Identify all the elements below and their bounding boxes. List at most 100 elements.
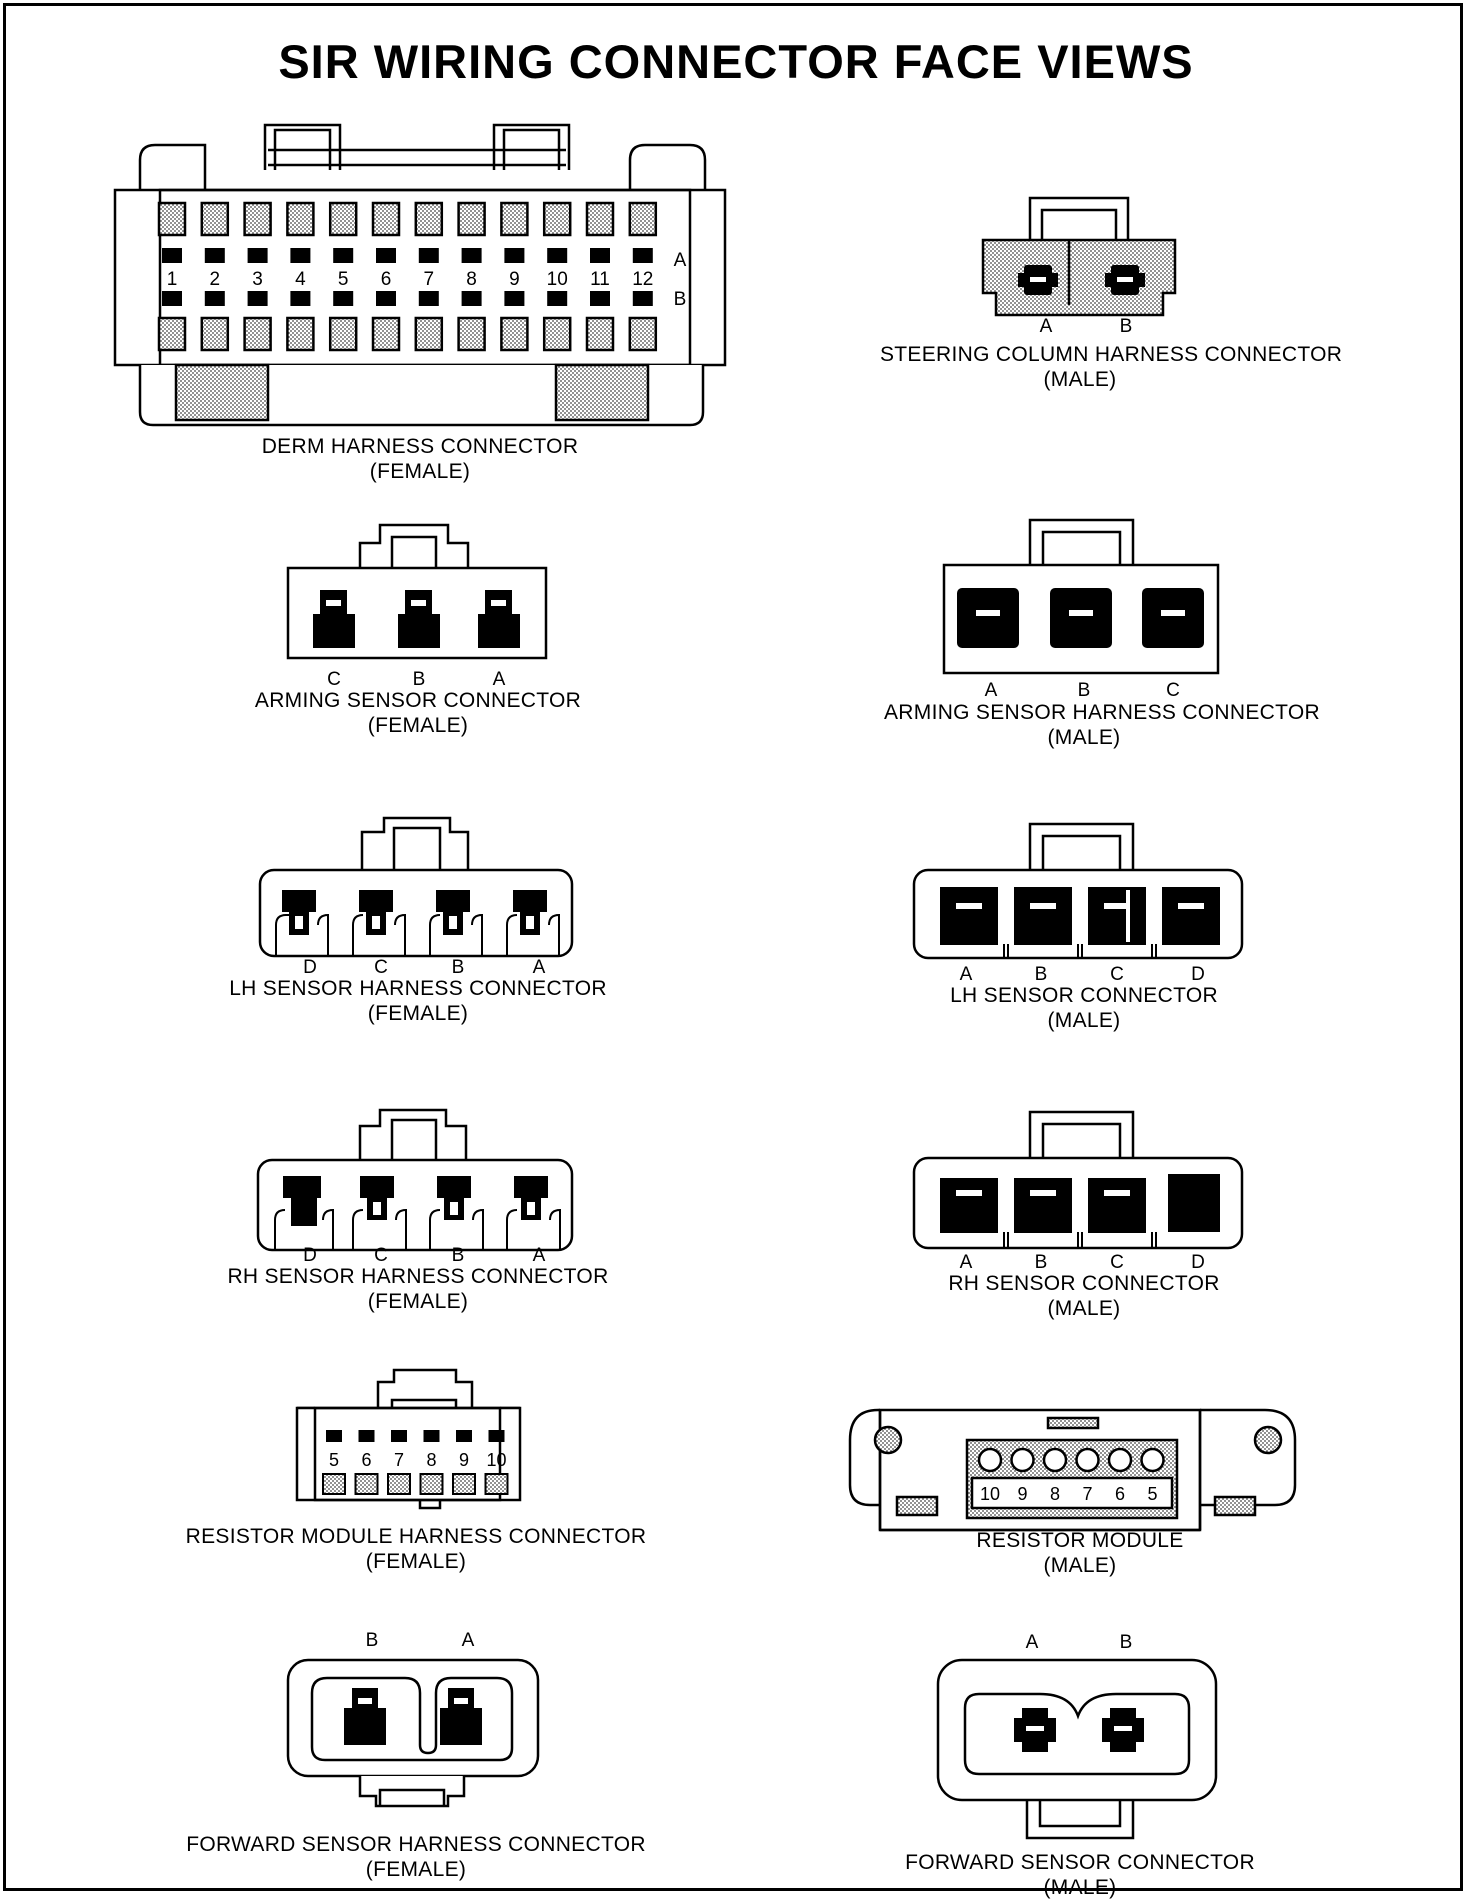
connector-gender: (FEMALE) bbox=[367, 1002, 469, 1025]
derm-terminal-a bbox=[418, 248, 439, 263]
resistor-module-caption: RESISTOR MODULE (MALE) bbox=[880, 1528, 1280, 1578]
derm-cavity-a bbox=[542, 201, 572, 237]
resmod-pin bbox=[1075, 1447, 1100, 1473]
pin-label: A bbox=[462, 1630, 475, 1651]
derm-terminal-a bbox=[290, 248, 311, 263]
pin-label: 8 bbox=[426, 1450, 436, 1470]
pin-label: 9 bbox=[509, 269, 520, 290]
pin-label: A bbox=[533, 1245, 546, 1266]
pin-label: 3 bbox=[252, 269, 263, 290]
pin-label: 12 bbox=[632, 269, 653, 290]
derm-terminal-a bbox=[547, 248, 568, 263]
derm-cavity-a bbox=[157, 201, 187, 237]
resmod-harness-cavity bbox=[322, 1473, 346, 1495]
pin-label: 11 bbox=[590, 269, 610, 290]
pin-label: 10 bbox=[486, 1450, 506, 1470]
connector-name: ARMING SENSOR HARNESS CONNECTOR bbox=[884, 701, 1320, 724]
pin-label: 10 bbox=[980, 1484, 1000, 1504]
derm-cavity-b bbox=[542, 316, 572, 352]
pin-label: C bbox=[374, 1245, 388, 1266]
derm-cavity-a bbox=[243, 201, 272, 237]
lh-sensor-connector bbox=[912, 822, 1244, 960]
pin-label: 6 bbox=[381, 269, 392, 290]
connector-name: LH SENSOR CONNECTOR bbox=[950, 984, 1218, 1007]
pin-label: 6 bbox=[361, 1450, 371, 1470]
forward-sensor-connector bbox=[936, 1658, 1218, 1840]
derm-cavity-b bbox=[371, 316, 401, 352]
connector-name: ARMING SENSOR CONNECTOR bbox=[254, 689, 582, 712]
derm-terminal-b bbox=[162, 291, 182, 306]
derm-terminal-b bbox=[590, 291, 610, 306]
derm-terminal-a bbox=[590, 248, 610, 263]
pin-label: 2 bbox=[210, 269, 221, 290]
resmod-pin bbox=[1107, 1447, 1133, 1473]
derm-cavity-b bbox=[414, 316, 444, 352]
connector-gender: (MALE) bbox=[1043, 1876, 1117, 1899]
derm-terminal-a bbox=[632, 248, 653, 263]
page-title: SIR WIRING CONNECTOR FACE VIEWS bbox=[278, 35, 1194, 88]
derm-cavity-a bbox=[200, 201, 230, 237]
pin-label: 8 bbox=[466, 269, 477, 290]
derm-terminal-a bbox=[247, 248, 268, 263]
connector-gender: (MALE) bbox=[1047, 1297, 1121, 1320]
pin-label: 8 bbox=[1050, 1484, 1060, 1504]
forward-sensor-caption: FORWARD SENSOR CONNECTOR (MALE) bbox=[880, 1850, 1280, 1900]
pin-label: B bbox=[452, 1245, 465, 1266]
pin-label: B bbox=[413, 669, 426, 690]
derm-terminal-a bbox=[204, 248, 225, 263]
pin-label: A bbox=[1026, 1632, 1039, 1653]
connector-gender: (MALE) bbox=[1047, 726, 1121, 749]
pin-label: A bbox=[533, 957, 546, 978]
derm-cavity-b bbox=[585, 316, 615, 352]
pin-label: 5 bbox=[329, 1450, 339, 1470]
resmod-pin bbox=[1042, 1447, 1068, 1473]
pin-label: B bbox=[452, 957, 465, 978]
pin-label: C bbox=[1166, 680, 1180, 701]
derm-terminal-b bbox=[632, 291, 653, 306]
derm-terminal-b bbox=[418, 291, 439, 306]
derm-terminal-b bbox=[547, 291, 568, 306]
pin-label: C bbox=[1110, 964, 1124, 985]
pin-label: B bbox=[1120, 1632, 1133, 1653]
derm-cavity-a bbox=[500, 201, 529, 237]
derm-cavity-b bbox=[457, 316, 486, 352]
derm-terminal-b bbox=[204, 291, 225, 306]
resistor-module-harness-caption: RESISTOR MODULE HARNESS CONNECTOR (FEMAL… bbox=[166, 1524, 666, 1574]
connector-name: RESISTOR MODULE HARNESS CONNECTOR bbox=[185, 1525, 647, 1548]
pin-label: 7 bbox=[394, 1450, 404, 1470]
pin-label: A bbox=[960, 1252, 973, 1273]
derm-cavity-b bbox=[243, 316, 272, 352]
pin-label: D bbox=[303, 957, 317, 978]
derm-terminal-a bbox=[162, 248, 182, 263]
derm-terminal-a bbox=[461, 248, 482, 263]
resmod-harness-cavity bbox=[452, 1473, 476, 1495]
derm-terminal-b bbox=[461, 291, 482, 306]
pin-label: 1 bbox=[167, 269, 178, 290]
pin-label: C bbox=[1110, 1252, 1124, 1273]
pin-label: 7 bbox=[1082, 1484, 1092, 1504]
connector-gender: (MALE) bbox=[1047, 1009, 1121, 1032]
connector-name: FORWARD SENSOR HARNESS CONNECTOR bbox=[186, 1833, 646, 1856]
connector-gender: (MALE) bbox=[1043, 368, 1117, 391]
derm-cavity-a bbox=[457, 201, 486, 237]
connector-name: STEERING COLUMN HARNESS CONNECTOR bbox=[880, 343, 1343, 366]
connector-gender: (FEMALE) bbox=[367, 1290, 469, 1313]
resmod-harness-terminal bbox=[456, 1430, 472, 1442]
connector-name: RESISTOR MODULE bbox=[976, 1529, 1184, 1552]
derm-cavity-a bbox=[371, 201, 401, 237]
derm-cavity-b bbox=[328, 316, 358, 352]
pin-label: A bbox=[493, 669, 506, 690]
arming-sensor-harness-caption: ARMING SENSOR HARNESS CONNECTOR (MALE) bbox=[884, 700, 1320, 750]
resmod-harness-terminal bbox=[391, 1430, 407, 1442]
derm-cavity-a bbox=[286, 201, 315, 237]
pin-label: 5 bbox=[338, 269, 349, 290]
derm-cavity-b bbox=[157, 316, 187, 352]
forward-sensor-harness-connector bbox=[286, 1658, 540, 1808]
resmod-harness-cavity bbox=[419, 1473, 444, 1495]
pin-label: 10 bbox=[547, 269, 568, 290]
derm-cavity-b bbox=[200, 316, 230, 352]
steering-column-harness-caption: STEERING COLUMN HARNESS CONNECTOR (MALE) bbox=[880, 342, 1343, 392]
pin-label: 4 bbox=[295, 269, 306, 290]
